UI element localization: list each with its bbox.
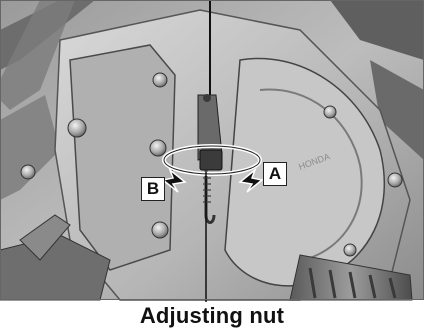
adjusting-nut	[200, 150, 222, 170]
direction-label-a: A	[263, 162, 287, 186]
direction-label-b: B	[141, 177, 165, 201]
figure-caption: Adjusting nut	[0, 300, 424, 332]
